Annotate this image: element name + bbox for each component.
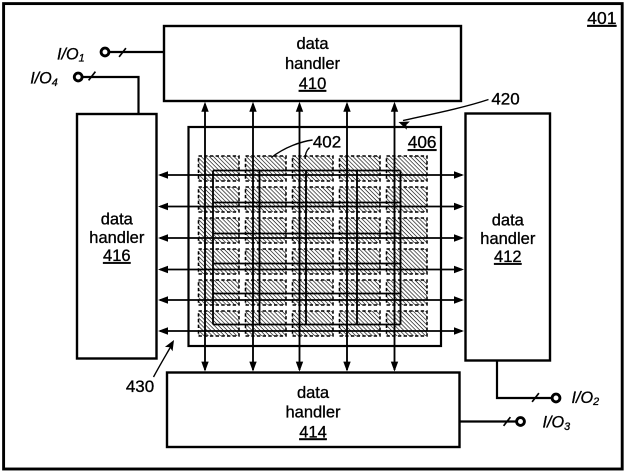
svg-text:data: data <box>101 211 134 229</box>
svg-text:402: 402 <box>313 133 341 152</box>
svg-text:416: 416 <box>103 247 131 265</box>
svg-text:data: data <box>296 35 329 53</box>
svg-text:420: 420 <box>491 89 519 108</box>
svg-text:handler: handler <box>89 229 145 247</box>
svg-text:data: data <box>492 212 525 230</box>
svg-text:406: 406 <box>408 132 437 152</box>
svg-text:414: 414 <box>299 423 327 441</box>
svg-text:handler: handler <box>285 55 341 73</box>
svg-text:401: 401 <box>587 8 616 28</box>
svg-text:I/O3: I/O3 <box>543 414 571 433</box>
svg-text:410: 410 <box>299 75 327 93</box>
svg-text:I/O4: I/O4 <box>30 70 58 89</box>
svg-text:I/O1: I/O1 <box>57 45 85 64</box>
svg-text:412: 412 <box>494 248 522 266</box>
svg-text:handler: handler <box>285 404 341 422</box>
svg-text:handler: handler <box>480 230 536 248</box>
svg-text:I/O2: I/O2 <box>572 389 600 408</box>
svg-text:430: 430 <box>126 377 154 396</box>
svg-text:data: data <box>297 384 330 402</box>
